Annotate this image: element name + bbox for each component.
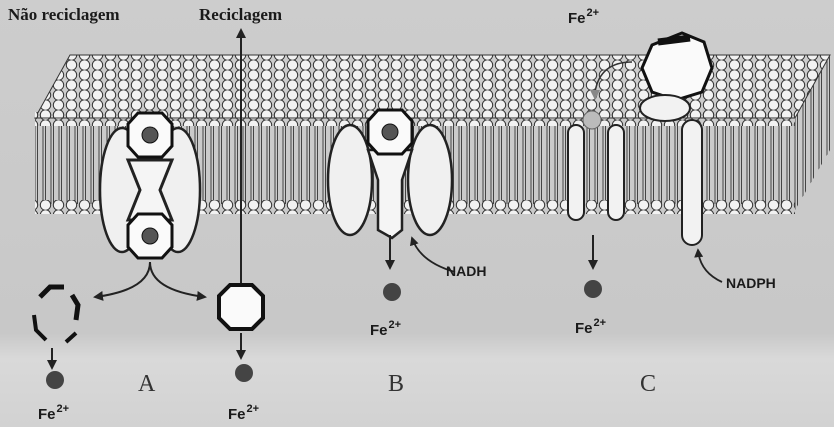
fe-ion-label-left: Fe2+ xyxy=(38,404,69,422)
protein-c-reductase xyxy=(682,120,702,245)
protein-a-complex xyxy=(100,113,200,258)
split-arrow-left xyxy=(95,262,150,297)
degraded-transferrin xyxy=(34,287,78,342)
iron-dot-c xyxy=(584,280,602,298)
pathway-b-label: B xyxy=(388,372,404,396)
pathway-a-label: A xyxy=(138,372,155,396)
recycling-label: Reciclagem xyxy=(199,6,282,23)
iron-dot-c-surface xyxy=(583,111,601,129)
pathway-c-label: C xyxy=(640,372,656,396)
nadph-label: NADPH xyxy=(726,276,776,290)
protein-c-oval xyxy=(640,95,690,121)
nadh-label: NADH xyxy=(446,264,486,278)
iron-bound-top xyxy=(142,127,158,143)
fe-ion-label-b: Fe2+ xyxy=(370,320,401,338)
protein-c-channel-left xyxy=(568,125,584,220)
fe-ion-label-c: Fe2+ xyxy=(575,318,606,336)
iron-dot-left xyxy=(46,371,64,389)
fe-ion-label-c-top: Fe2+ xyxy=(568,8,599,26)
recycled-transferrin xyxy=(219,285,263,329)
iron-dot-b xyxy=(383,283,401,301)
non-recycling-label: Não reciclagem xyxy=(8,6,120,23)
protein-c-channel-right xyxy=(608,125,624,220)
iron-dot-recycled xyxy=(235,364,253,382)
split-arrow-right xyxy=(150,262,205,297)
iron-bound-b xyxy=(382,124,398,140)
nadph-pointer xyxy=(698,250,722,282)
iron-bound-bottom xyxy=(142,228,158,244)
fe-ion-label-recycled: Fe2+ xyxy=(228,404,259,422)
protein-b-complex xyxy=(328,110,452,238)
